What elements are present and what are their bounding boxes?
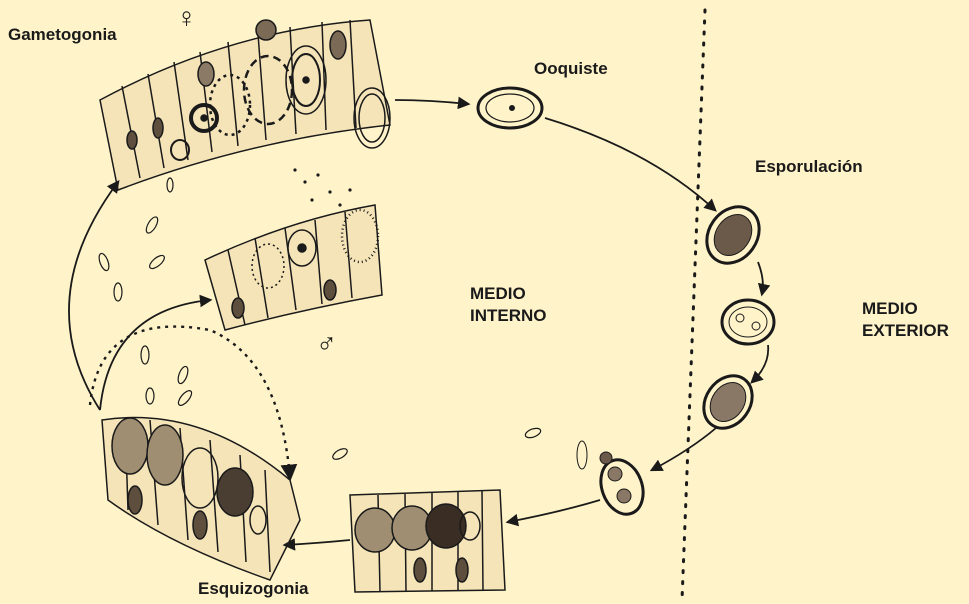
sporulating-oocyst-2 [722, 300, 774, 344]
excysting-oocyst [577, 441, 650, 520]
label-ooquiste: Ooquiste [534, 58, 608, 79]
label-medio-interno-2: INTERNO [470, 305, 547, 326]
gametogonia-epithelium [100, 20, 390, 190]
label-medio-interno-1: MEDIO [470, 283, 526, 304]
arrow-to-excystation [652, 428, 716, 470]
arrow-to-schizogony [508, 500, 600, 522]
arrow-schizogony-to-left [285, 540, 350, 545]
arrow-to-oocyst [395, 100, 468, 104]
label-esquizogonia: Esquizogonia [198, 578, 309, 599]
male-symbol: ♂ [316, 326, 337, 361]
oocyst [478, 88, 542, 128]
female-symbol: ♀ [176, 0, 197, 35]
schizogony-epithelium-right [350, 490, 505, 592]
medium-divider-line [682, 10, 705, 600]
schizogony-epithelium-left [102, 418, 300, 581]
microgametocyte-epithelium [205, 205, 382, 330]
arrow-up-to-gametogonia [69, 182, 118, 410]
label-medio-exterior-2: EXTERIOR [862, 320, 949, 341]
arrow-oocyst-to-sporulation [545, 118, 715, 210]
label-esporulacion: Esporulación [755, 156, 863, 177]
label-medio-exterior-1: MEDIO [862, 298, 918, 319]
arrow-sporulation-step-2 [752, 345, 768, 382]
arrow-sporulation-step-1 [758, 262, 763, 294]
merozoite-dots [293, 168, 359, 211]
sporulated-oocyst [694, 366, 762, 437]
label-gametogonia: Gametogonia [8, 24, 117, 45]
arrow-to-middle-epithelium [100, 300, 210, 410]
